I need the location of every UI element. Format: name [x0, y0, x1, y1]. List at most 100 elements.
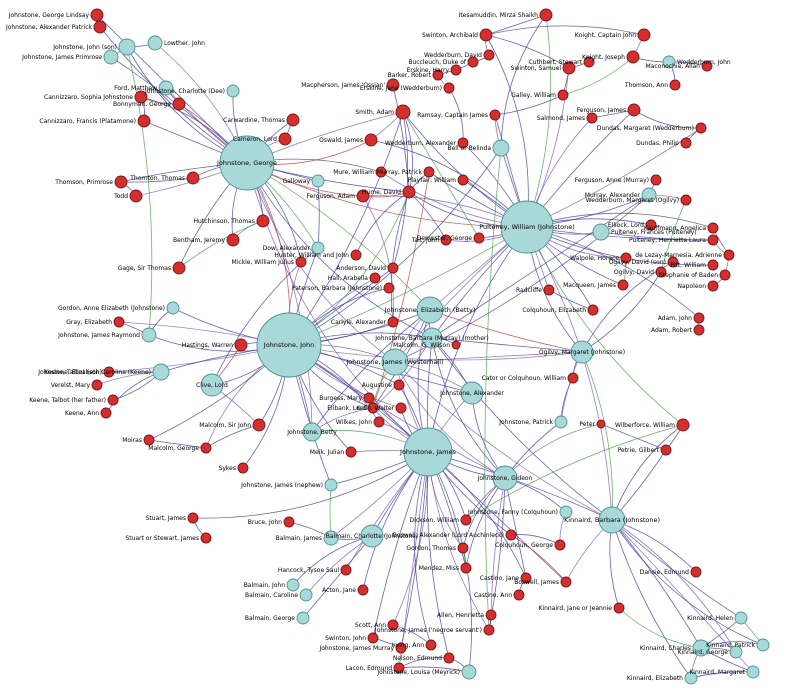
graph-node[interactable] [460, 562, 472, 574]
graph-node[interactable] [158, 80, 174, 96]
graph-node[interactable] [592, 223, 610, 241]
graph-node[interactable] [559, 505, 573, 519]
graph-node[interactable] [299, 588, 313, 602]
graph-node[interactable] [440, 234, 452, 246]
graph-node[interactable] [637, 28, 651, 42]
graph-node[interactable] [620, 252, 632, 264]
graph-node[interactable] [489, 109, 501, 121]
graph-node[interactable] [393, 662, 405, 674]
graph-node[interactable] [483, 49, 495, 61]
graph-node[interactable] [356, 189, 370, 203]
graph-node[interactable] [118, 38, 136, 56]
graph-node[interactable] [492, 465, 518, 491]
graph-node[interactable] [186, 171, 200, 185]
graph-node[interactable] [90, 8, 104, 22]
graph-node[interactable] [432, 69, 444, 81]
graph-node[interactable] [386, 78, 400, 92]
graph-node[interactable] [296, 611, 310, 625]
graph-node[interactable] [323, 530, 339, 546]
graph-node[interactable] [375, 166, 387, 178]
graph-node[interactable] [586, 112, 598, 124]
graph-node[interactable] [554, 415, 568, 429]
graph-node[interactable] [107, 394, 119, 406]
graph-node[interactable] [485, 609, 497, 621]
graph-node[interactable] [345, 446, 357, 458]
graph-node[interactable] [680, 194, 692, 206]
graph-node[interactable] [645, 219, 657, 231]
graph-node[interactable] [141, 327, 157, 343]
graph-node[interactable] [554, 539, 566, 551]
graph-node[interactable] [583, 56, 595, 68]
graph-node[interactable] [363, 392, 375, 404]
graph-node[interactable] [520, 572, 532, 584]
graph-node[interactable] [367, 632, 379, 644]
graph-node[interactable] [324, 478, 338, 492]
graph-node[interactable] [256, 312, 322, 378]
graph-node[interactable] [479, 28, 493, 42]
graph-node[interactable] [669, 79, 681, 91]
graph-node[interactable] [113, 316, 125, 328]
graph-node[interactable] [587, 304, 599, 316]
graph-node[interactable] [457, 542, 469, 554]
graph-node[interactable] [226, 84, 240, 98]
graph-node[interactable] [423, 166, 435, 178]
graph-node[interactable] [103, 366, 115, 378]
graph-node[interactable] [707, 280, 719, 292]
graph-node[interactable] [311, 241, 325, 255]
graph-node[interactable] [693, 312, 705, 324]
graph-node[interactable] [562, 61, 576, 75]
graph-node[interactable] [393, 379, 405, 391]
graph-node[interactable] [457, 137, 469, 149]
graph-node[interactable] [450, 64, 462, 76]
graph-node[interactable] [237, 462, 249, 474]
graph-node[interactable] [395, 642, 407, 654]
graph-node[interactable] [387, 316, 399, 328]
graph-node[interactable] [219, 135, 275, 191]
graph-node[interactable] [461, 664, 477, 680]
graph-node[interactable] [505, 529, 517, 541]
graph-node[interactable] [357, 584, 369, 596]
graph-node[interactable] [278, 132, 292, 146]
graph-node[interactable] [226, 233, 240, 247]
graph-node[interactable] [367, 402, 379, 414]
graph-node[interactable] [350, 249, 362, 261]
graph-node[interactable] [340, 564, 352, 576]
graph-node[interactable] [557, 89, 569, 101]
graph-node[interactable] [200, 532, 212, 544]
graph-node[interactable] [129, 189, 143, 203]
graph-node[interactable] [500, 200, 554, 254]
graph-node[interactable] [200, 373, 224, 397]
graph-node[interactable] [369, 272, 381, 284]
graph-node[interactable] [152, 363, 170, 381]
graph-node[interactable] [756, 638, 770, 652]
graph-node[interactable] [695, 122, 707, 134]
graph-node[interactable] [723, 249, 735, 261]
graph-node[interactable] [172, 97, 186, 111]
graph-node[interactable] [283, 516, 295, 528]
graph-node[interactable] [381, 348, 409, 376]
graph-node[interactable] [234, 338, 248, 352]
graph-node[interactable] [660, 444, 672, 456]
graph-node[interactable] [402, 185, 416, 199]
graph-node[interactable] [662, 55, 676, 69]
graph-node[interactable] [570, 340, 594, 364]
graph-node[interactable] [302, 422, 322, 442]
graph-node[interactable] [596, 419, 606, 429]
graph-node[interactable] [707, 222, 719, 234]
graph-node[interactable] [613, 602, 625, 614]
graph-node[interactable] [460, 381, 484, 405]
graph-node[interactable] [626, 50, 640, 64]
graph-node[interactable] [729, 645, 743, 659]
graph-node[interactable] [143, 434, 155, 446]
graph-node[interactable] [416, 296, 444, 324]
graph-node[interactable] [403, 427, 453, 477]
graph-node[interactable] [655, 266, 667, 278]
graph-node[interactable] [641, 187, 657, 203]
graph-node[interactable] [295, 256, 307, 268]
graph-node[interactable] [286, 113, 300, 127]
graph-node[interactable] [701, 60, 713, 72]
graph-node[interactable] [360, 524, 384, 548]
graph-node[interactable] [460, 514, 472, 526]
graph-node[interactable] [617, 279, 629, 291]
graph-node[interactable] [719, 269, 731, 281]
